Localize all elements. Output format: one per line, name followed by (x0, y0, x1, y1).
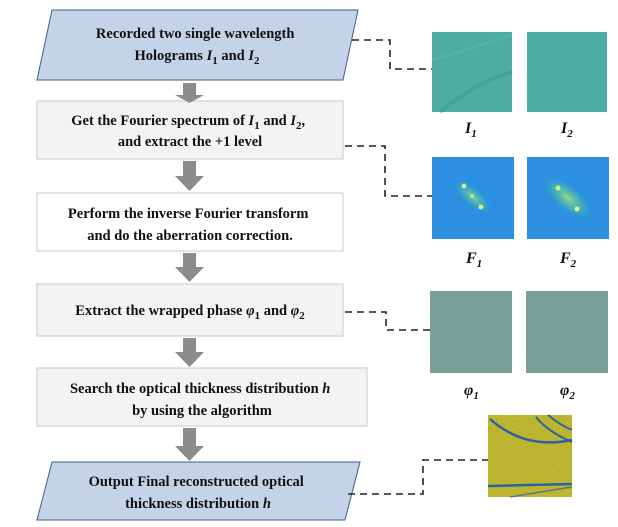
hologram-I1 (431, 32, 513, 114)
label-F2: F2 (559, 250, 577, 270)
step4-text: Extract the wrapped phase φ1 and φ2 (75, 303, 305, 322)
step5-box (36, 367, 368, 427)
down-arrow-icon (175, 428, 204, 461)
step6-box (36, 461, 361, 521)
down-arrow-icon (175, 253, 204, 282)
step1-box (36, 9, 359, 81)
label-phi2: φ2 (560, 382, 575, 402)
hologram-I2 (527, 32, 607, 112)
flow-arrows (175, 83, 204, 461)
down-arrow-icon (175, 338, 204, 367)
connector-step1 (352, 39, 432, 70)
spectrum-F2 (527, 157, 609, 239)
down-arrow-icon (175, 83, 204, 103)
label-F1: F1 (465, 250, 482, 270)
phase-phi2 (526, 291, 608, 373)
step6-text: Output Final reconstructed optical thick… (89, 474, 308, 512)
step3-box (36, 192, 344, 252)
step5-text: Search the optical thickness distributio… (70, 381, 334, 419)
step2-text: Get the Fourier spectrum of I1 and I2, a… (71, 113, 309, 150)
step4-box (36, 283, 344, 337)
step3-text: Perform the inverse Fourier transform an… (68, 206, 312, 244)
step1-text: Recorded two single wavelength Holograms… (96, 26, 298, 67)
connector-step2 (345, 145, 432, 197)
phase-phi1 (430, 291, 512, 373)
down-arrow-icon (175, 161, 204, 191)
spectrum-F1 (432, 157, 514, 239)
label-I2: I2 (560, 120, 573, 140)
connector-step4 (345, 311, 430, 331)
dashed-connectors (345, 39, 488, 495)
connector-step6 (348, 459, 488, 495)
label-I1: I1 (464, 120, 477, 140)
reconstruction-result (487, 414, 573, 498)
label-phi1: φ1 (464, 382, 479, 402)
